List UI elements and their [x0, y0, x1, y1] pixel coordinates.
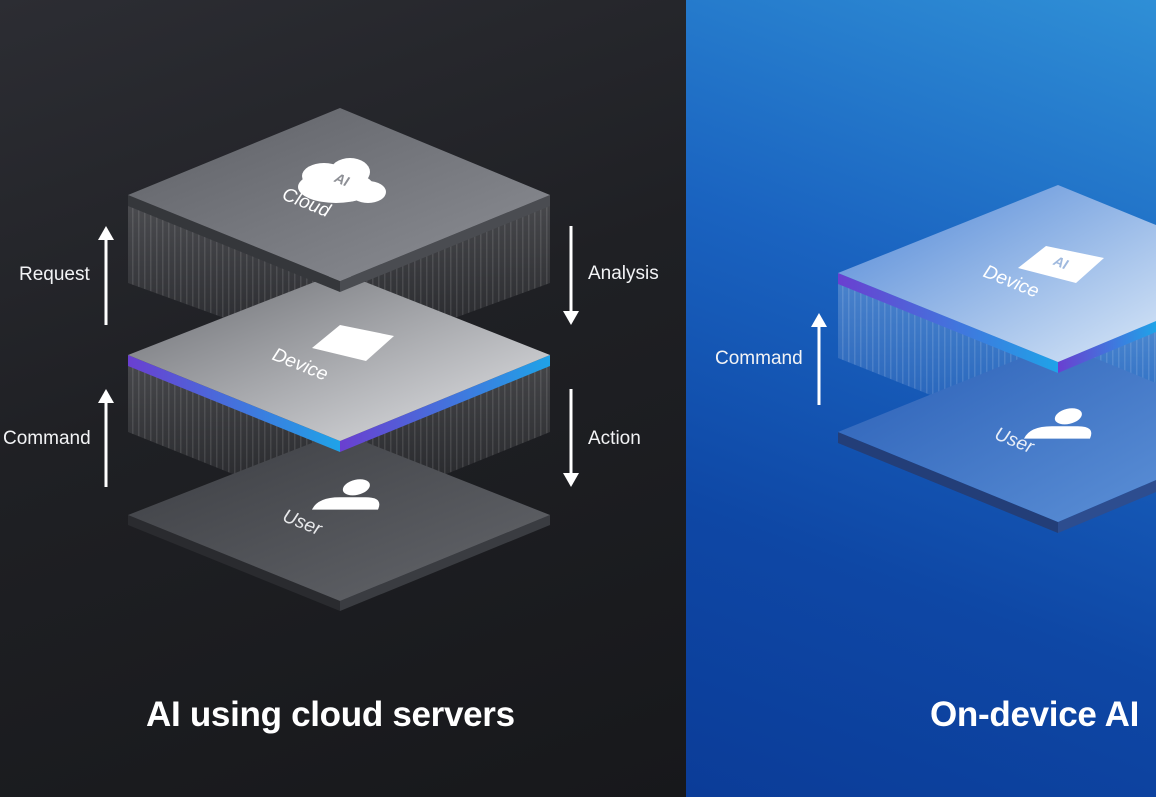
analysis-label: Analysis — [588, 263, 659, 284]
on-device-ai-layer-stack: User AI Device — [811, 185, 1156, 533]
action-label: Action — [588, 428, 641, 449]
device-layer: Device — [128, 272, 550, 452]
cloud-ai-panel: User Device AI Cloud — [0, 0, 686, 797]
cloud-ai-icon: AI — [298, 158, 386, 203]
user-icon — [1023, 408, 1092, 439]
cloud-ai-badge: AI — [331, 169, 352, 190]
command-arrow — [98, 389, 114, 487]
device-ai-badge: AI — [1050, 252, 1071, 273]
request-arrow — [98, 226, 114, 325]
device-ai-icon: AI — [1018, 246, 1104, 283]
analysis-arrow — [563, 226, 579, 325]
command-label: Command — [715, 348, 803, 369]
user-icon — [311, 479, 380, 510]
command-label: Command — [3, 428, 91, 449]
device-icon — [312, 325, 394, 361]
on-device-ai-title: On-device AI — [930, 695, 1140, 734]
action-arrow — [563, 389, 579, 487]
cloud-ai-layer-stack: User Device AI Cloud — [98, 108, 579, 611]
cloud-ai-title: AI using cloud servers — [146, 695, 515, 734]
device-layer: AI Device — [838, 185, 1156, 373]
user-layer: User — [838, 343, 1156, 533]
on-device-ai-panel: User AI Device Command On-device AI — [686, 0, 1156, 797]
request-label: Request — [19, 264, 90, 285]
command-arrow — [811, 313, 827, 405]
user-layer: User — [128, 432, 550, 611]
cloud-layer: AI Cloud — [128, 108, 550, 292]
